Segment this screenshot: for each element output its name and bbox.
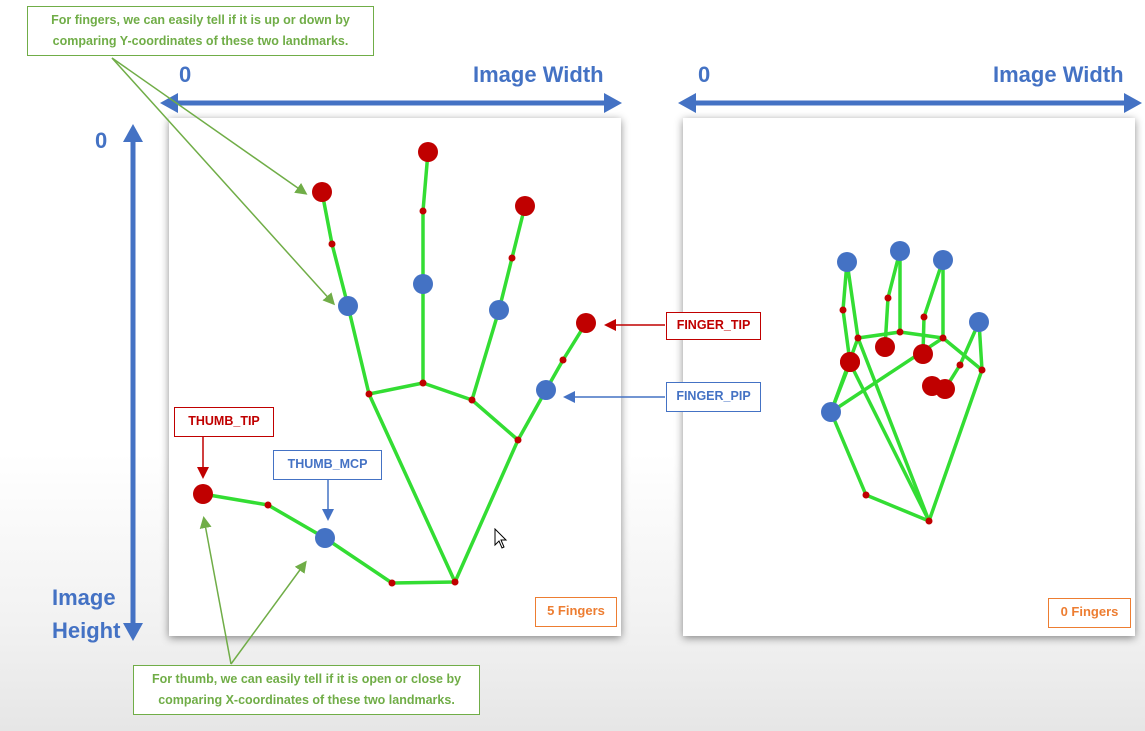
right-hand-bone-15	[941, 336, 984, 372]
mouse-cursor-icon	[494, 528, 508, 549]
fingers-note: For fingers, we can easily tell if it is…	[27, 6, 374, 56]
right-hand-pip-landmark-18	[969, 312, 989, 332]
image-height-label-line2: Height	[52, 618, 121, 643]
height-axis-arrowhead-start	[123, 124, 143, 142]
left-hand-bone-5	[346, 304, 371, 396]
image-height-label-line1: Image	[52, 585, 116, 610]
left-hand-bone-3	[201, 492, 270, 507]
right-hand-bone-0	[864, 493, 931, 523]
left-hand-pip-landmark-14	[489, 300, 509, 320]
left-hand-joint-9	[419, 379, 427, 387]
left-hand-bone-6	[330, 242, 350, 308]
left-hand-tip-landmark-4	[193, 484, 213, 504]
left-hand-bone-20	[453, 438, 520, 584]
thumb-note-arrow-tip	[199, 516, 232, 665]
left-hand-joint-17	[514, 436, 522, 444]
right-hand-joint-0	[925, 517, 933, 525]
right-hand-pip-landmark-10	[890, 241, 910, 261]
left-hand-joint-13	[468, 396, 476, 404]
left-hand-joint-15	[508, 254, 516, 262]
left-hand-tip-landmark-16	[515, 196, 535, 216]
left-hand-bone-1	[323, 536, 394, 585]
thumb-note-line2: comparing X-coordinates of these two lan…	[158, 693, 455, 707]
thumb-note: For thumb, we can easily tell if it is o…	[133, 665, 480, 715]
left-hand-bone-8	[367, 381, 425, 396]
left-width-axis-arrowhead-end	[604, 93, 622, 113]
right-hand-pip-landmark-2	[821, 402, 841, 422]
right-hand-bone-7	[856, 330, 902, 340]
right-image-width-label: Image Width	[993, 62, 1124, 87]
left-hand-tip-landmark-12	[418, 142, 438, 162]
right-hand-joint-19	[956, 361, 964, 369]
right-hand-bone-1	[829, 410, 868, 497]
origin-y-label: 0	[95, 128, 108, 153]
right-hand-tip-landmark-16	[913, 344, 933, 364]
right-hand-bone-19	[927, 368, 984, 523]
left-hand-pip-landmark-6	[338, 296, 358, 316]
left-hand-tip-landmark-8	[312, 182, 332, 202]
right-image-panel	[683, 118, 1135, 636]
thumb-note-line1: For thumb, we can easily tell if it is o…	[151, 672, 462, 686]
left-hand-bone-4	[367, 392, 457, 584]
fingers-note-arrow-tip	[111, 57, 308, 195]
right-hand-pip-landmark-6	[837, 252, 857, 272]
right-hand-bone-3	[856, 336, 931, 523]
right-finger-count: 0 Fingers	[1048, 598, 1131, 628]
fingers-note-arrow-pip	[111, 57, 336, 306]
left-hand-joint-1	[388, 579, 396, 587]
left-hand-pip-landmark-2	[315, 528, 335, 548]
left-origin-x-label: 0	[179, 62, 192, 87]
fingers-note-line2: comparing Y-coordinates of these two lan…	[52, 34, 349, 48]
right-hand-joint-7	[839, 306, 847, 314]
left-hand-joint-11	[419, 207, 427, 215]
right-hand-pip-landmark-14	[933, 250, 953, 270]
finger-pip-callout: FINGER_PIP	[666, 382, 761, 412]
thumb-tip-callout: THUMB_TIP	[174, 407, 274, 437]
left-hand-joint-3	[264, 501, 272, 509]
left-hand-joint-5	[365, 390, 373, 398]
left-hand-bone-13	[470, 308, 501, 402]
finger-tip-callout: FINGER_TIP	[666, 312, 761, 340]
right-hand-joint-17	[978, 366, 986, 374]
right-hand-joint-15	[920, 313, 928, 321]
height-axis-arrowhead-end	[123, 623, 143, 641]
left-hand-tip-landmark-20	[576, 313, 596, 333]
right-hand-joint-9	[896, 328, 904, 336]
left-finger-count: 5 Fingers	[535, 597, 617, 627]
thumb-note-arrow-mcp	[230, 560, 307, 665]
right-hand-tip-landmark-8	[840, 352, 860, 372]
left-width-axis-arrowhead-start	[160, 93, 178, 113]
left-hand-bone-0	[390, 580, 457, 585]
right-hand-joint-11	[884, 294, 892, 302]
left-hand-pip-landmark-18	[536, 380, 556, 400]
left-hand-bone-2	[266, 503, 327, 540]
thumb-mcp-callout: THUMB_MCP	[273, 450, 382, 480]
left-hand-joint-19	[559, 356, 567, 364]
right-hand-extra-tip-landmark	[922, 376, 942, 396]
right-hand-bone-22	[848, 361, 931, 523]
right-hand-bone-4	[845, 260, 860, 340]
left-hand-bone-16	[470, 398, 520, 442]
right-width-axis-arrowhead-start	[678, 93, 696, 113]
left-hand-bone-12	[421, 381, 474, 402]
left-hand-joint-0	[451, 578, 459, 586]
left-image-width-label: Image Width	[473, 62, 604, 87]
fingers-note-line1: For fingers, we can easily tell if it is…	[51, 13, 350, 27]
right-hand-joint-13	[939, 334, 947, 342]
right-hand-bone-11	[898, 330, 945, 340]
left-hand-joint-7	[328, 240, 336, 248]
right-hand-bone-13	[922, 258, 945, 319]
left-hand-pip-landmark-10	[413, 274, 433, 294]
right-hand-bone-21	[829, 336, 860, 414]
right-hand-joint-5	[854, 334, 862, 342]
right-hand-tip-landmark-12	[875, 337, 895, 357]
right-hand-joint-1	[862, 491, 870, 499]
right-origin-x-label: 0	[698, 62, 711, 87]
right-width-axis-arrowhead-end	[1124, 93, 1142, 113]
